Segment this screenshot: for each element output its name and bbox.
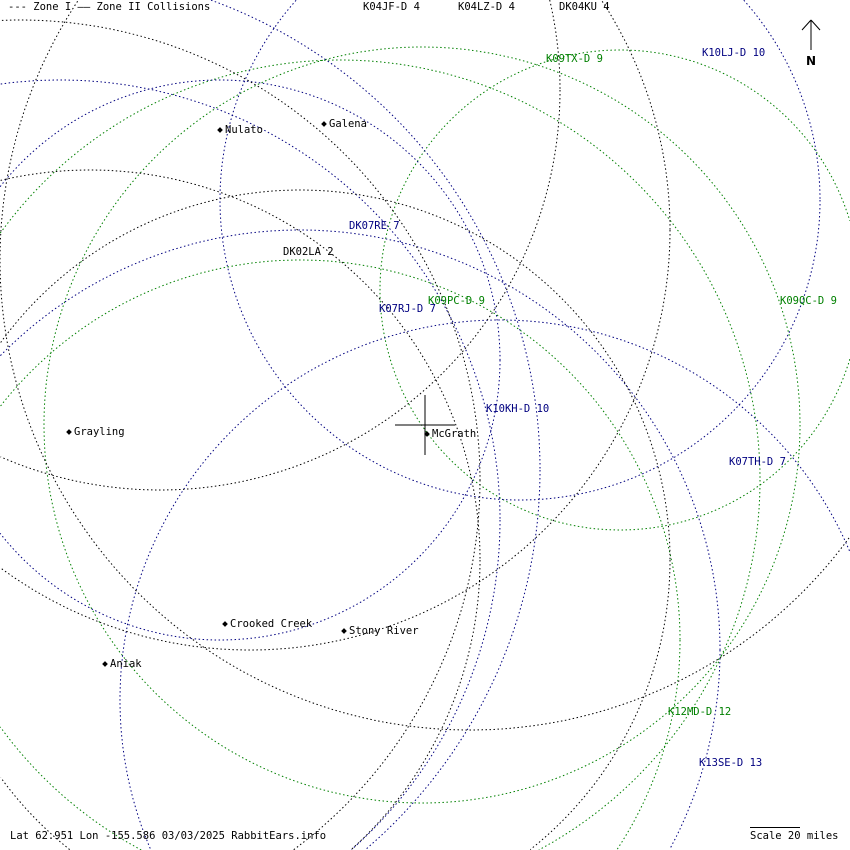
station-label[interactable]: K12MD-D 12 <box>668 706 732 718</box>
station-label[interactable]: K10LJ-D 10 <box>702 47 766 59</box>
town-marker: Stony River <box>341 625 419 637</box>
coverage-circle <box>0 169 481 560</box>
coverage-circle <box>0 79 501 520</box>
coverage-circle <box>210 0 541 470</box>
station-label[interactable]: K04JF-D 4 <box>363 1 420 13</box>
coverage-circle <box>529 560 671 850</box>
station-label[interactable]: K07RJ-D 7 <box>379 303 436 315</box>
coverage-circle <box>0 259 681 640</box>
town-dot-icon <box>222 621 228 627</box>
coverage-circle <box>1 19 481 480</box>
coverage-circle <box>616 640 681 850</box>
legend: --- Zone I —— Zone II Collisions <box>8 1 210 13</box>
town-dot-icon <box>66 429 72 435</box>
coverage-circle <box>0 230 671 651</box>
station-label[interactable]: K09TX-D 9 <box>546 53 603 65</box>
coverage-circle <box>549 0 561 90</box>
station-label[interactable]: K09QC-D 9 <box>780 295 837 307</box>
coverage-circle <box>0 59 761 480</box>
legend-zone1: --- Zone I <box>8 1 72 13</box>
coverage-circle <box>350 560 481 850</box>
north-arrow-icon <box>801 19 812 31</box>
station-label[interactable]: K09PC-D 9 <box>428 295 485 307</box>
coverage-circle <box>219 0 821 501</box>
town-marker: Crooked Creek <box>222 618 312 630</box>
coverage-circle <box>0 726 142 850</box>
coverage-circle <box>379 49 850 531</box>
town-marker: Nulato <box>217 124 263 136</box>
town-dot-icon <box>341 628 347 634</box>
coverage-circle <box>293 480 481 850</box>
coverage-circle <box>0 229 721 650</box>
legend-zone2: —— Zone II Collisions <box>77 1 211 13</box>
coverage-circle <box>538 480 761 850</box>
station-label[interactable]: K04LZ-D 4 <box>458 1 515 13</box>
station-label[interactable]: K13SE-D 13 <box>699 757 763 769</box>
coverage-circle <box>351 520 501 850</box>
town-marker: Grayling <box>66 426 125 438</box>
station-label[interactable]: DK02LA 2 <box>283 246 334 258</box>
town-marker: Aniak <box>102 658 142 670</box>
town-marker: McGrath <box>424 428 476 440</box>
coverage-circle <box>0 0 850 731</box>
station-label[interactable]: DK07RE 7 <box>349 220 400 232</box>
coverage-circle <box>0 79 501 360</box>
north-arrow-icon <box>810 19 821 31</box>
north-label: N <box>806 54 817 68</box>
town-dot-icon <box>102 661 108 667</box>
town-marker: Galena <box>321 118 367 130</box>
station-label[interactable]: DK04KU 4 <box>559 1 610 13</box>
scale-bar <box>750 827 800 828</box>
station-label[interactable]: K07TH-D 7 <box>729 456 786 468</box>
scale-label: Scale 20 miles <box>750 830 839 842</box>
town-dot-icon <box>424 431 430 437</box>
footer-info: Lat 62.951 Lon -155.586 03/03/2025 Rabbi… <box>10 830 327 842</box>
coverage-circle <box>119 319 850 849</box>
coverage-circle <box>601 1 671 230</box>
coverage-circle <box>0 189 671 560</box>
town-dot-icon <box>321 121 327 127</box>
coverage-circle <box>0 777 71 850</box>
town-dot-icon <box>217 127 223 133</box>
coverage-circle <box>743 0 821 200</box>
station-label[interactable]: K10KH-D 10 <box>486 403 550 415</box>
coverage-circle <box>669 650 721 850</box>
coverage-circle <box>0 90 561 491</box>
